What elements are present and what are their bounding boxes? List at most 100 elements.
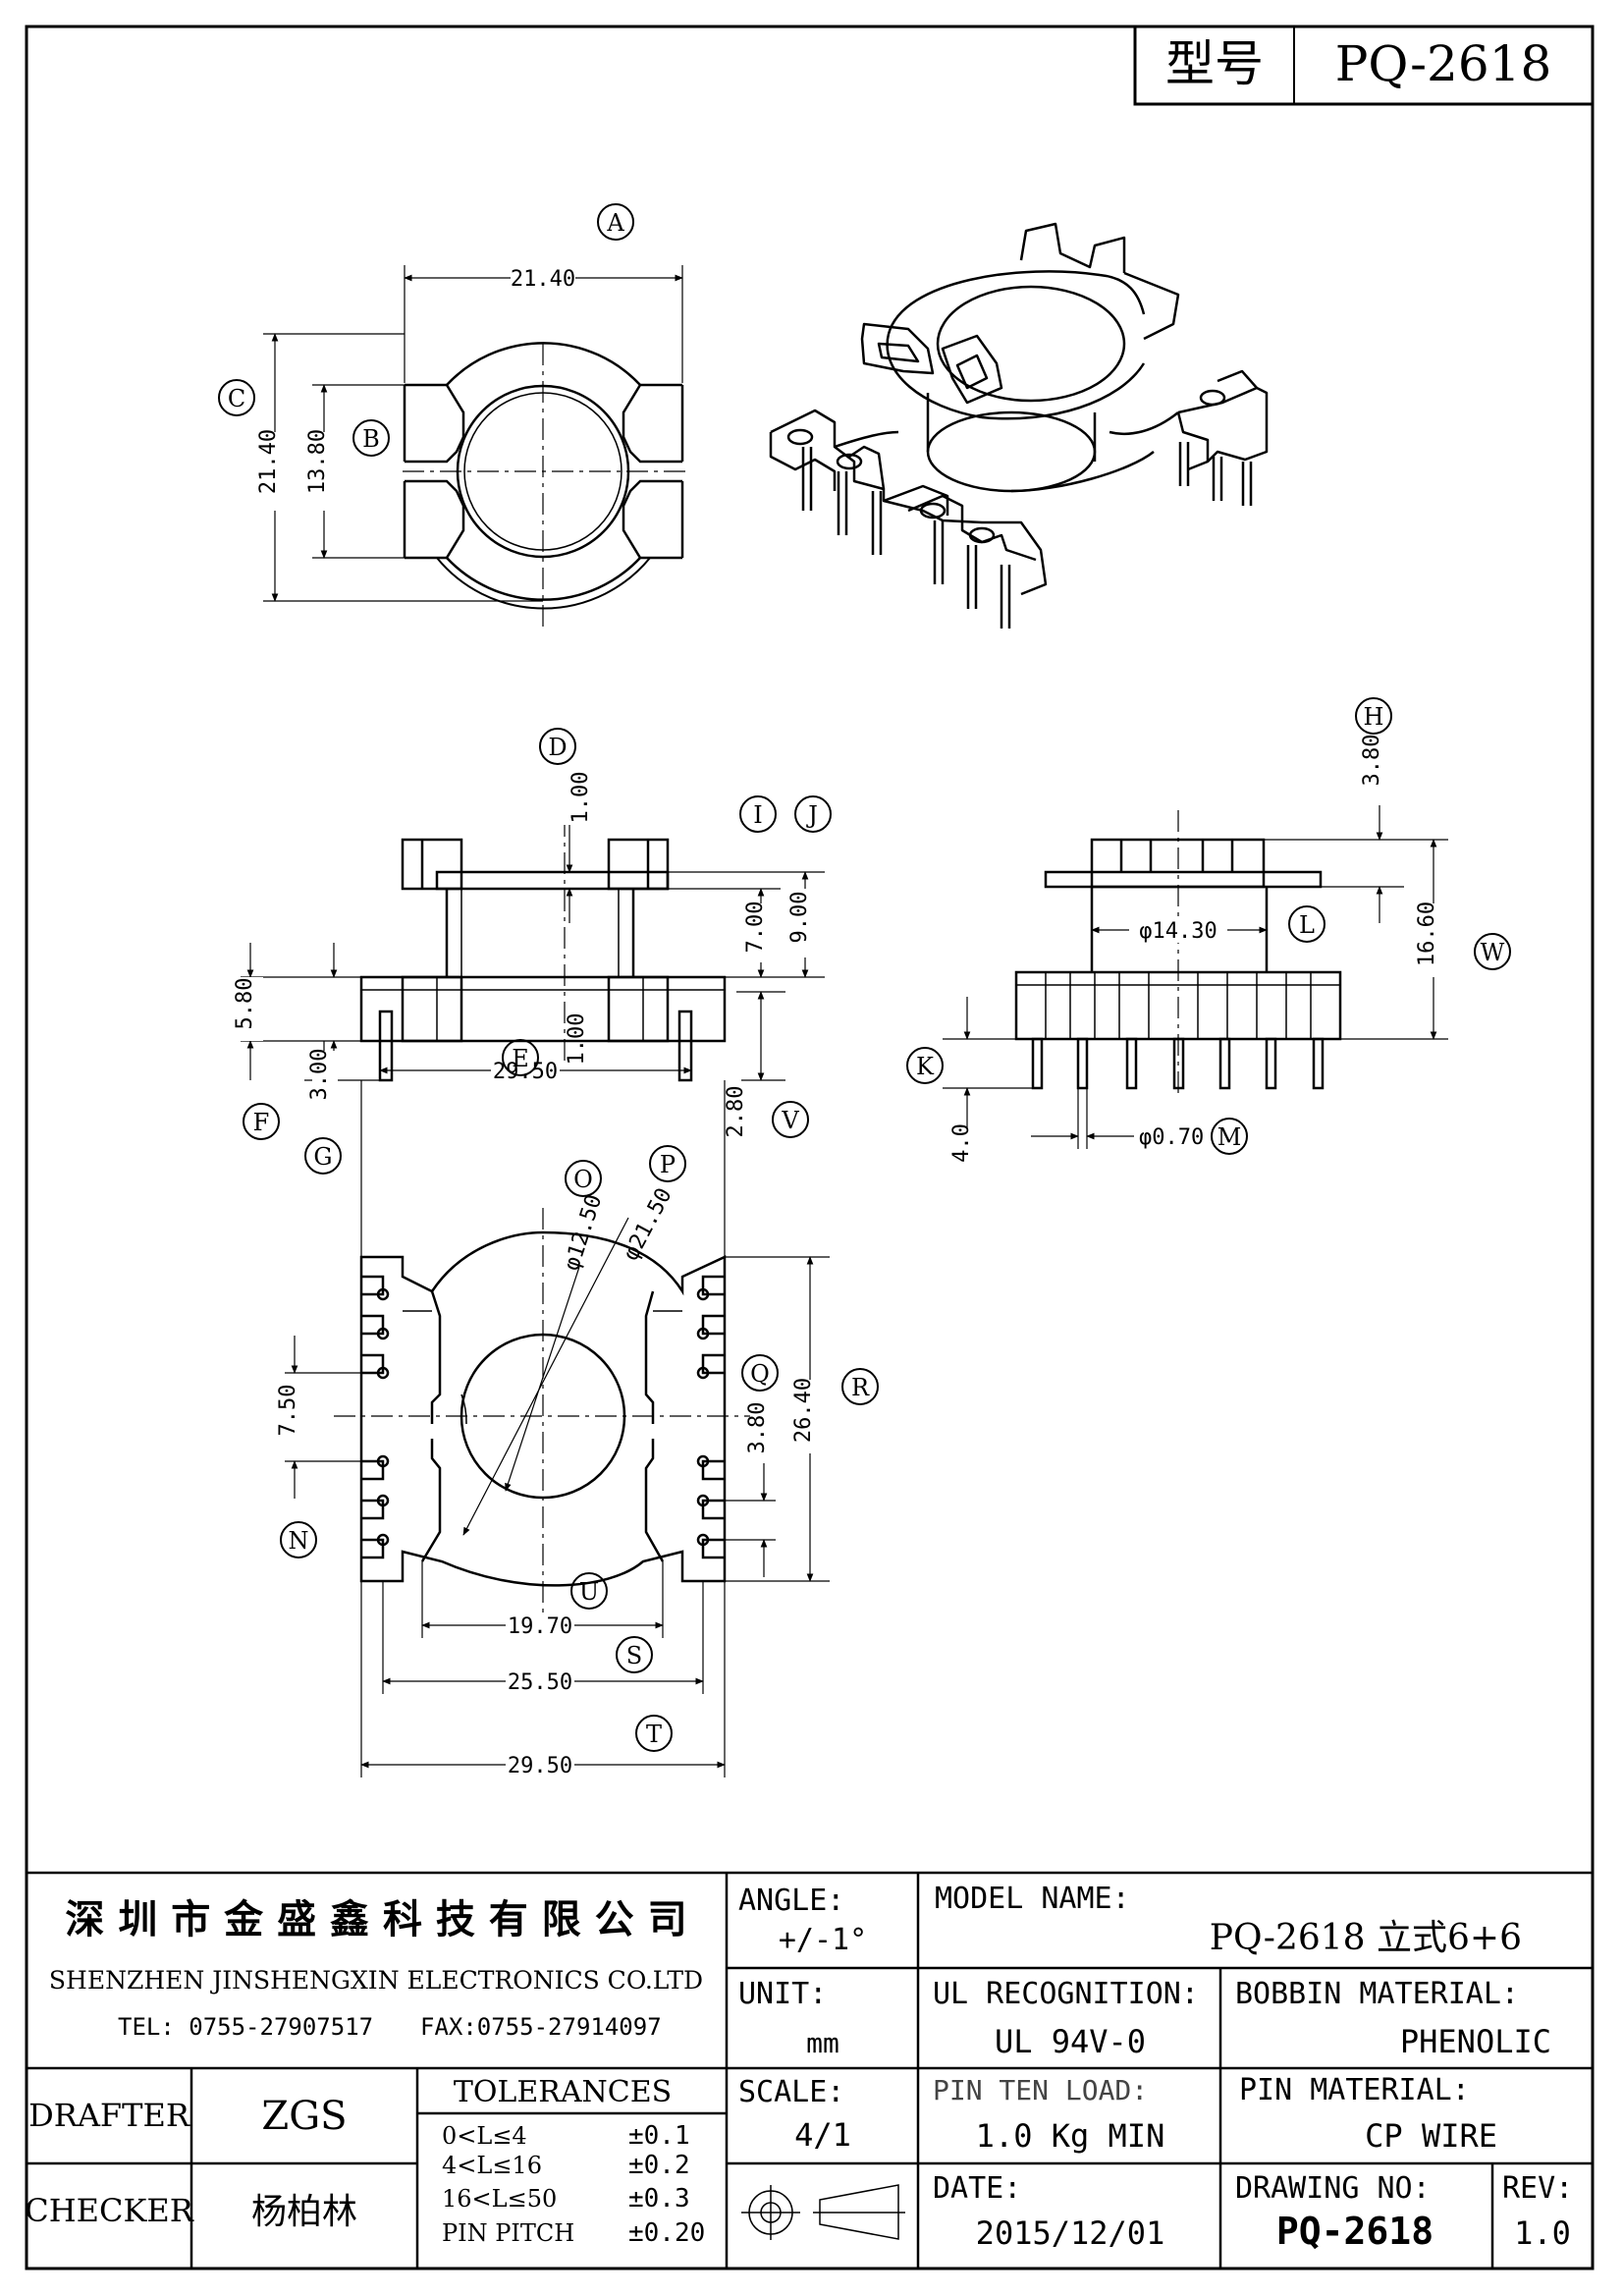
balloon-D: D (539, 728, 576, 765)
ul-label: UL RECOGNITION: (933, 1977, 1199, 2011)
dim-F-value: 5.80 (233, 978, 257, 1030)
company-name-cn: 深 圳 市 金 盛 鑫 科 技 有 限 公 司 (65, 1897, 686, 1942)
dim-I-value: 7.00 (743, 902, 768, 954)
company-fax: FAX:0755-27914097 (420, 2013, 662, 2041)
balloon-N: N (280, 1521, 317, 1558)
svg-text:D: D (548, 734, 567, 761)
date-label: DATE: (933, 2171, 1021, 2206)
dim-V-value: 2.80 (724, 1086, 748, 1138)
header-model-label: 型号 (1165, 35, 1264, 92)
svg-text:B: B (362, 425, 380, 453)
bobbin-material-value: PHENOLIC (1400, 2023, 1551, 2060)
balloon-S: S (616, 1636, 653, 1673)
balloon-Q: Q (741, 1354, 779, 1392)
tolerance-range-1: 4<L≤16 (442, 2152, 542, 2179)
bottom-view (285, 1080, 830, 1777)
dim-Q-value: 3.80 (745, 1402, 770, 1454)
rev-value: 1.0 (1514, 2214, 1571, 2252)
dim-A-value: 21.40 (511, 267, 575, 292)
tolerance-value-0: ±0.1 (628, 2121, 690, 2151)
balloon-E: E (502, 1039, 539, 1076)
svg-text:T: T (646, 1721, 662, 1748)
dim-C-value: 21.40 (256, 429, 281, 494)
drawing-no-label: DRAWING NO: (1235, 2171, 1431, 2206)
pin-load-label: PIN TEN LOAD: (933, 2074, 1148, 2106)
header-model-box: 型号 PQ-2618 (1133, 25, 1595, 106)
drafter-value: ZGS (261, 2094, 347, 2139)
svg-text:W: W (1481, 939, 1505, 966)
dim-N-value: 7.50 (276, 1385, 300, 1437)
svg-text:U: U (579, 1578, 599, 1606)
balloon-J: J (794, 795, 832, 833)
balloon-V: V (772, 1101, 809, 1138)
rev-label: REV: (1502, 2171, 1573, 2206)
svg-text:G: G (313, 1143, 332, 1171)
scale-label: SCALE: (738, 2075, 844, 2109)
side-view (943, 805, 1448, 1149)
dim-P-value: φ21.50 (619, 1184, 676, 1265)
svg-text:O: O (573, 1166, 593, 1193)
svg-text:E: E (512, 1045, 529, 1072)
dim-L-value: φ14.30 (1139, 919, 1217, 944)
dim-S-value: 25.50 (508, 1670, 572, 1695)
balloon-B: B (352, 419, 390, 457)
dim-R-value: 26.40 (791, 1378, 816, 1443)
svg-text:K: K (916, 1053, 935, 1080)
balloon-H: H (1355, 697, 1392, 735)
svg-text:H: H (1364, 703, 1384, 731)
angle-label: ANGLE: (738, 1884, 844, 1918)
drawing-no-value: PQ-2618 (1276, 2210, 1434, 2253)
svg-text:Q: Q (750, 1360, 770, 1388)
pin-material-label: PIN MATERIAL: (1239, 2073, 1470, 2107)
tolerance-range-3: PIN PITCH (442, 2219, 574, 2247)
svg-text:P: P (660, 1151, 676, 1178)
checker-value: 杨柏林 (251, 2192, 357, 2232)
title-block (27, 1871, 1593, 2269)
model-name-label: MODEL NAME: (935, 1882, 1130, 1916)
dim-J-value: 9.00 (787, 892, 812, 944)
svg-text:N: N (289, 1527, 309, 1555)
dim-M-value: φ0.70 (1139, 1125, 1204, 1150)
svg-text:J: J (805, 801, 818, 829)
tolerance-value-1: ±0.2 (628, 2151, 690, 2180)
svg-text:L: L (1299, 911, 1315, 939)
balloon-P: P (649, 1145, 686, 1182)
balloon-R: R (841, 1368, 879, 1405)
svg-text:C: C (228, 385, 245, 412)
tolerance-value-3: ±0.20 (628, 2218, 705, 2248)
date-value: 2015/12/01 (976, 2214, 1165, 2252)
dim-W-value: 16.60 (1415, 902, 1439, 966)
svg-text:I: I (753, 801, 762, 829)
model-name-value: PQ-2618 立式6+6 (1210, 1918, 1522, 1958)
bobbin-material-label: BOBBIN MATERIAL: (1235, 1977, 1519, 2011)
checker-label: CHECKER (25, 2192, 194, 2229)
projection-symbol-icon (741, 2184, 905, 2240)
balloon-L: L (1288, 905, 1325, 943)
dim-B-value: 13.80 (305, 429, 330, 494)
drawing-border (25, 25, 1595, 2270)
dim-K-value: 4.0 (949, 1123, 974, 1163)
header-model-value: PQ-2618 (1335, 35, 1552, 92)
dim-U-value: 19.70 (508, 1614, 572, 1639)
dim-G-value: 3.00 (307, 1049, 332, 1101)
angle-value: +/-1° (779, 1923, 867, 1957)
balloon-O: O (565, 1160, 602, 1197)
dim-D-value: 1.00 (568, 772, 593, 824)
balloon-C: C (218, 379, 255, 416)
svg-text:R: R (851, 1374, 870, 1401)
pin-material-value: CP WIRE (1365, 2117, 1497, 2155)
company-tel: TEL: 0755-27907517 (118, 2013, 373, 2041)
balloon-M: M (1211, 1118, 1248, 1155)
dim-T-value: 29.50 (508, 1754, 572, 1778)
svg-text:V: V (781, 1107, 799, 1134)
svg-text:M: M (1217, 1123, 1242, 1151)
unit-label: UNIT: (738, 1977, 827, 2011)
balloon-K: K (906, 1047, 944, 1084)
svg-text:S: S (626, 1642, 642, 1669)
balloon-T: T (635, 1715, 673, 1752)
front-view (241, 805, 825, 1082)
pin-load-value: 1.0 Kg MIN (976, 2117, 1165, 2155)
ul-value: UL 94V-0 (995, 2023, 1146, 2060)
scale-value: 4/1 (794, 2116, 851, 2154)
